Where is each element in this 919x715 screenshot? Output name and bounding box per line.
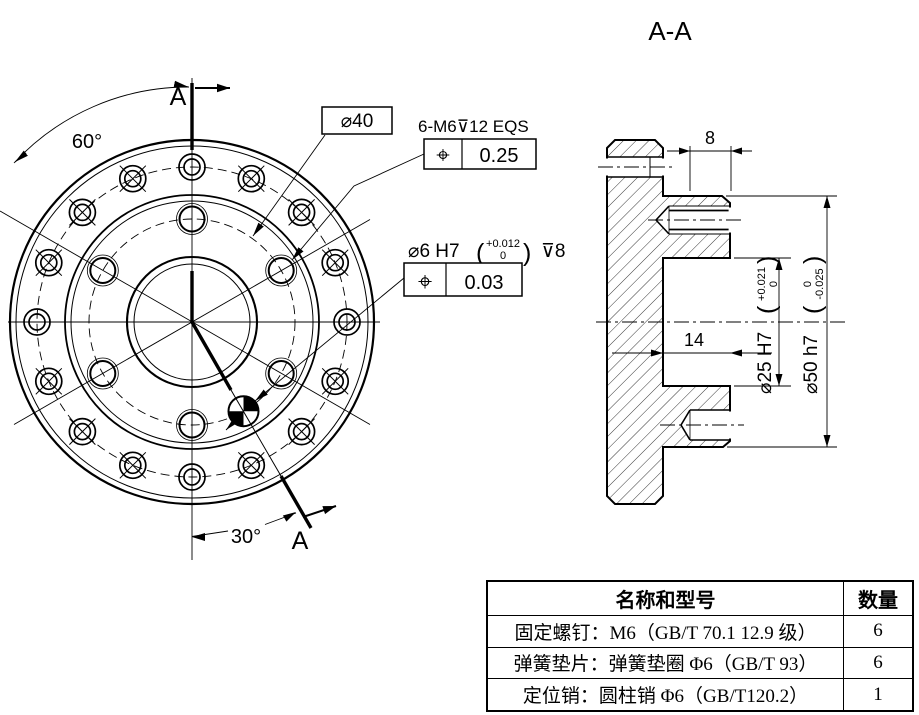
dim-angle-60: 60° bbox=[13, 80, 190, 164]
boss-tol-upper: 0 bbox=[802, 281, 814, 287]
section-cutting-line bbox=[190, 83, 337, 529]
position-tolerance-icon: ⌖ bbox=[436, 142, 450, 169]
paren-close: ) bbox=[799, 256, 827, 264]
boss-tol-lower: -0.025 bbox=[814, 268, 826, 299]
dim-angle-30: 30° bbox=[191, 512, 297, 548]
boss-circle bbox=[64, 194, 320, 450]
pin-depth-label: ⊽8 bbox=[541, 241, 565, 262]
diagonal-centerline-150-330 bbox=[0, 210, 371, 425]
dim-bore-depth-14: 14 bbox=[612, 330, 772, 357]
pin-dia-label: ⌀6 H7 bbox=[408, 241, 460, 262]
centerlines bbox=[0, 78, 380, 560]
angle-60-label: 60° bbox=[72, 131, 102, 153]
thread-callout-label: 6-M6⊽12 EQS bbox=[418, 117, 529, 136]
hole-cross-mark bbox=[119, 165, 147, 193]
hole-cross-mark bbox=[68, 198, 96, 226]
table-row: 固定螺钉：M6（GB/T 70.1 12.9 级） 6 bbox=[486, 614, 914, 648]
table-row: 定位销：圆柱销 Φ6（GB/T120.2） 1 bbox=[486, 678, 914, 712]
paren-open: ( bbox=[476, 239, 485, 267]
header-name-and-model: 名称和型号 bbox=[486, 580, 844, 616]
callout-pin-d6: ⌀6 H7 ( +0.012 0 ) ⊽8 ⌖ 0.03 bbox=[225, 238, 565, 431]
part-name-cell: 定位销：圆柱销 Φ6（GB/T120.2） bbox=[486, 678, 844, 712]
section-view: A-A bbox=[596, 16, 845, 505]
callout-bolt-circle-d40: ⌀40 bbox=[252, 106, 393, 237]
bore-chamfer-circle bbox=[133, 263, 251, 381]
hole-cross-mark bbox=[237, 451, 265, 479]
boss-height-value: 8 bbox=[705, 128, 715, 148]
boss-dia-label: ⌀50 h7 bbox=[801, 335, 822, 394]
hole-cross-mark bbox=[119, 451, 147, 479]
bore-tol-upper: +0.021 bbox=[756, 267, 768, 301]
parts-table-header-row: 名称和型号 数量 bbox=[486, 580, 914, 616]
part-qty-cell: 6 bbox=[843, 614, 914, 648]
header-quantity: 数量 bbox=[843, 580, 914, 616]
dim-boss-dia-50: ⌀50 h7 ( 0 -0.025 ) bbox=[726, 195, 837, 448]
part-name-cell: 弹簧垫片：弹簧垫圈 Φ6（GB/T 93） bbox=[486, 646, 844, 680]
boss-chamfer-circle bbox=[70, 200, 314, 444]
dim-boss-height-8: 8 bbox=[667, 128, 752, 191]
dim-bore-dia-25: ⌀25 H7 ( +0.021 0 ) bbox=[734, 256, 791, 394]
paren-close: ) bbox=[523, 239, 531, 267]
bore-tol-lower: 0 bbox=[768, 281, 780, 287]
table-row: 弹簧垫片：弹簧垫圈 Φ6（GB/T 93） 6 bbox=[486, 646, 914, 680]
paren-close: ) bbox=[753, 256, 781, 264]
parts-table: 名称和型号 数量 固定螺钉：M6（GB/T 70.1 12.9 级） 6 弹簧垫… bbox=[486, 580, 914, 712]
callout-thread-m6: 6-M6⊽12 EQS ⌖ 0.25 bbox=[291, 117, 537, 261]
flange-circles bbox=[8, 138, 376, 506]
hole-cross-mark bbox=[288, 418, 316, 446]
part-qty-cell: 6 bbox=[843, 646, 914, 680]
bore-depth-value: 14 bbox=[684, 330, 704, 350]
hole-cross-mark bbox=[68, 418, 96, 446]
angle-30-label: 30° bbox=[231, 526, 261, 548]
part-name-cell: 固定螺钉：M6（GB/T 70.1 12.9 级） bbox=[486, 614, 844, 648]
pin-tol-lower: 0 bbox=[500, 250, 506, 262]
bore-dia-label: ⌀25 H7 bbox=[755, 332, 776, 394]
pin-tol-upper: +0.012 bbox=[486, 238, 520, 250]
hole-cross-mark bbox=[35, 367, 63, 395]
section-view-direction-arrow-bottom bbox=[302, 505, 337, 518]
position-tolerance-icon: ⌖ bbox=[418, 268, 432, 296]
hole-cross-mark bbox=[288, 198, 316, 226]
outer-bolt-circle bbox=[36, 166, 348, 478]
section-outline bbox=[606, 139, 731, 505]
hole-cross-mark bbox=[35, 249, 63, 277]
hole-cross-mark bbox=[321, 367, 349, 395]
bolt-circle-dia-label: ⌀40 bbox=[341, 111, 374, 132]
section-label-top: A bbox=[170, 83, 187, 111]
inner-bolt-circle-d40 bbox=[88, 218, 296, 426]
pin-leader-tail-arrow bbox=[225, 417, 239, 431]
pin-position-tolerance-value: 0.03 bbox=[465, 272, 504, 294]
section-view-title: A-A bbox=[648, 16, 692, 46]
section-centerlines bbox=[596, 166, 845, 426]
paren-open: ( bbox=[799, 305, 827, 314]
section-hatching bbox=[607, 140, 730, 504]
section-label-bottom: A bbox=[292, 527, 309, 555]
hole-cross-mark bbox=[237, 165, 265, 193]
hole-cross-mark bbox=[321, 249, 349, 277]
front-view: A A 60° 30° ⌀40 6-M6⊽12 EQS bbox=[0, 78, 565, 560]
part-qty-cell: 1 bbox=[843, 678, 914, 712]
center-bore-circle bbox=[125, 255, 259, 389]
paren-open: ( bbox=[753, 305, 781, 314]
thread-position-tolerance-value: 0.25 bbox=[480, 145, 519, 167]
